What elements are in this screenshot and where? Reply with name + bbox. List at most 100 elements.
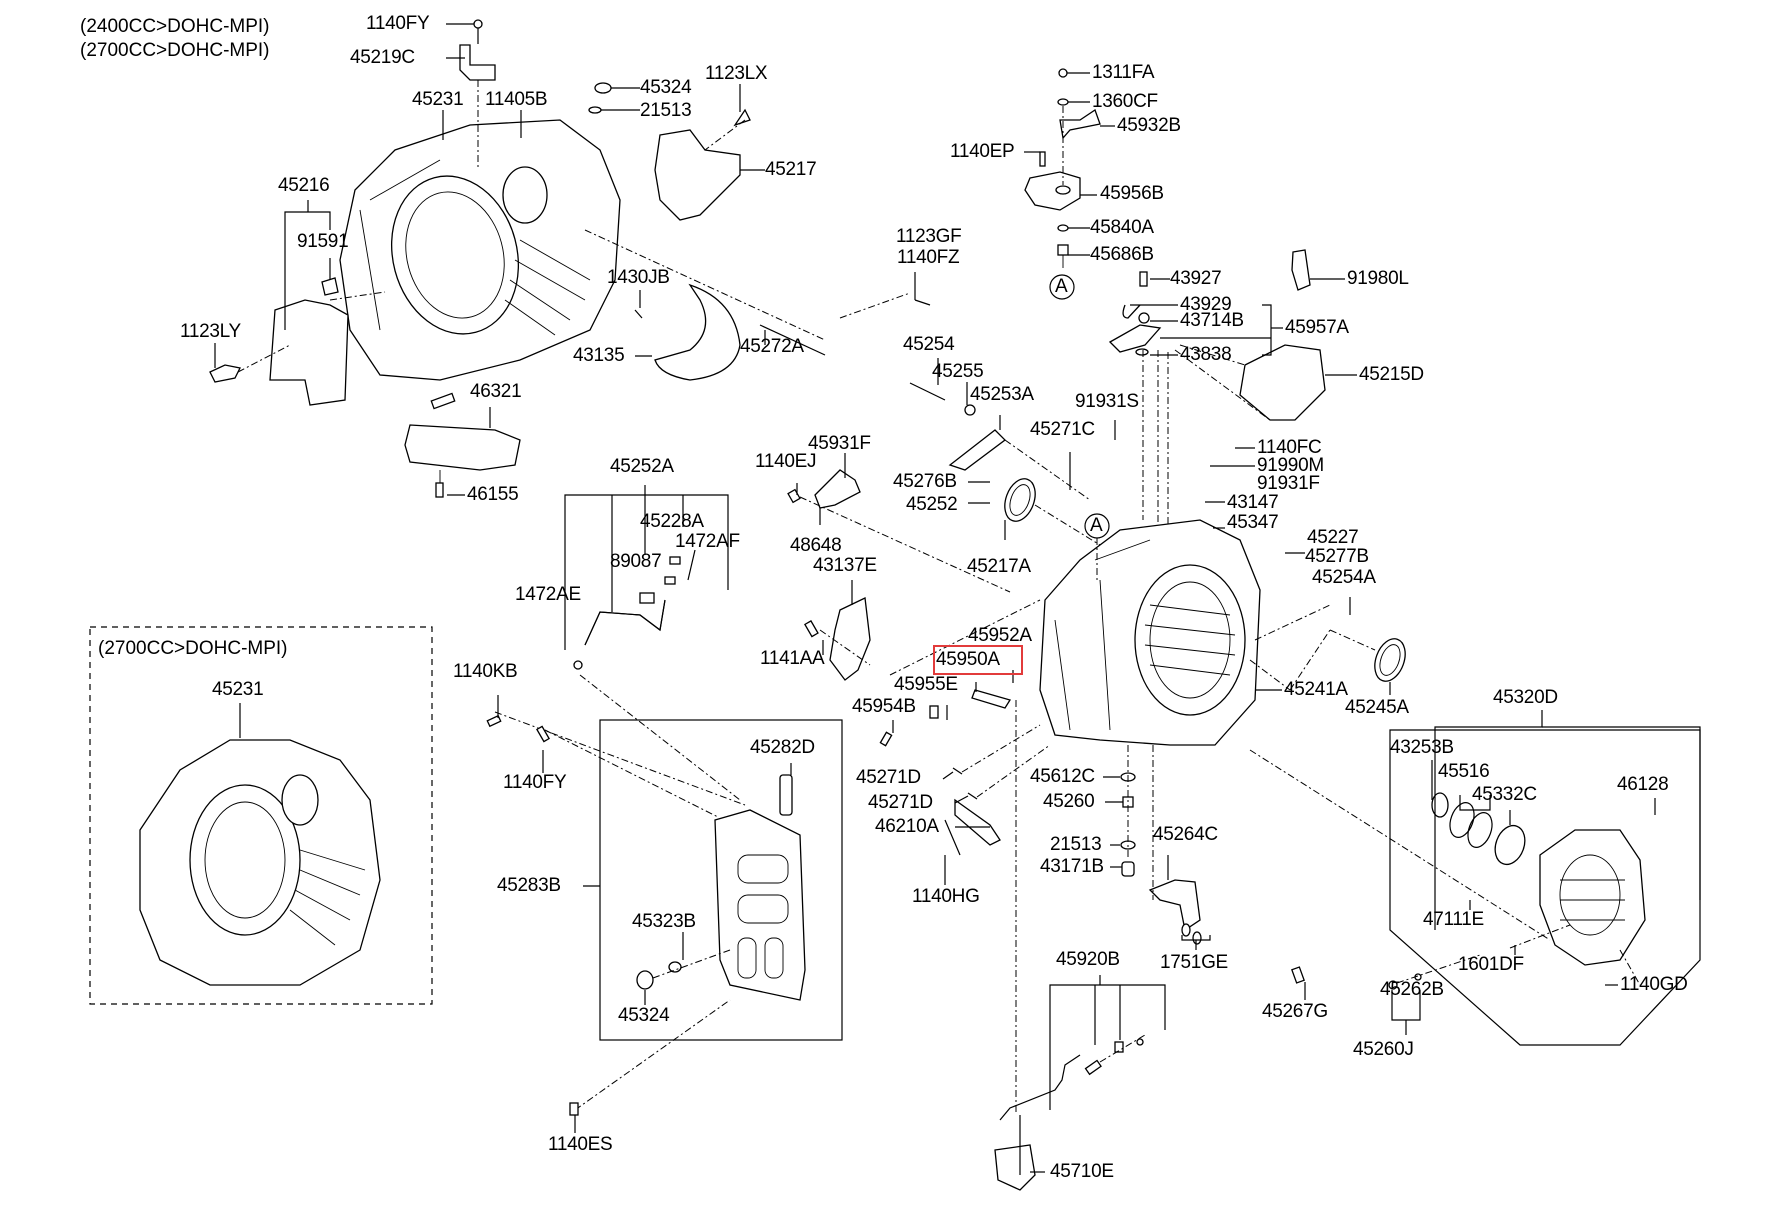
part-label-46155[interactable]: 46155 xyxy=(467,484,519,505)
part-label-45245a[interactable]: 45245A xyxy=(1345,697,1409,718)
part-label-45231[interactable]: 45231 xyxy=(412,89,464,110)
part-label-46210a[interactable]: 46210A xyxy=(875,816,939,837)
part-label-43929[interactable]: 43929 xyxy=(1180,294,1232,315)
part-label-1140fz[interactable]: 1140FZ xyxy=(897,247,960,268)
part-label-45920b[interactable]: 45920B xyxy=(1056,949,1120,970)
part-label-1430jb[interactable]: 1430JB xyxy=(607,267,670,288)
part-label-45260[interactable]: 45260 xyxy=(1043,791,1095,812)
shield-43135 xyxy=(584,229,826,381)
part-label-1123gf[interactable]: 1123GF xyxy=(896,226,962,247)
part-label-89087[interactable]: 89087 xyxy=(610,551,662,572)
part-label-21513-top[interactable]: 21513 xyxy=(640,100,692,121)
part-label-45215d[interactable]: 45215D xyxy=(1359,364,1424,385)
part-label-1140fy-mid[interactable]: 1140FY xyxy=(503,772,567,793)
part-label-45272a[interactable]: 45272A xyxy=(740,336,804,357)
part-label-45260j[interactable]: 45260J xyxy=(1353,1039,1414,1060)
part-label-45323b[interactable]: 45323B xyxy=(632,911,696,932)
part-label-45324-top[interactable]: 45324 xyxy=(640,77,692,98)
part-label-43135[interactable]: 43135 xyxy=(573,345,625,366)
part-label-45957a[interactable]: 45957A xyxy=(1285,317,1349,338)
part-label-46128[interactable]: 46128 xyxy=(1617,774,1669,795)
bolts-left-group xyxy=(486,714,550,743)
reference-marker-a-case: A xyxy=(1090,515,1103,536)
part-label-45264c[interactable]: 45264C xyxy=(1153,824,1218,845)
part-label-45952a[interactable]: 45952A xyxy=(968,625,1032,646)
part-label-45271c[interactable]: 45271C xyxy=(1030,419,1095,440)
part-label-45932b[interactable]: 45932B xyxy=(1117,115,1181,136)
part-label-1140es[interactable]: 1140ES xyxy=(548,1134,613,1155)
part-label-11405b[interactable]: 11405B xyxy=(485,89,548,110)
part-label-91931f[interactable]: 91931F xyxy=(1257,473,1320,494)
part-label-1123ly[interactable]: 1123LY xyxy=(180,321,241,342)
part-label-45710e[interactable]: 45710E xyxy=(1050,1161,1114,1182)
part-label-48648[interactable]: 48648 xyxy=(790,535,842,556)
part-label-1311fa[interactable]: 1311FA xyxy=(1092,62,1155,83)
part-label-45840a[interactable]: 45840A xyxy=(1090,217,1154,238)
part-label-45931f[interactable]: 45931F xyxy=(808,433,871,454)
part-label-45254a[interactable]: 45254A xyxy=(1312,567,1376,588)
part-label-45252[interactable]: 45252 xyxy=(906,494,958,515)
part-label-45262b[interactable]: 45262B xyxy=(1380,979,1444,1000)
part-label-1360cf[interactable]: 1360CF xyxy=(1092,91,1158,112)
part-label-1140fy[interactable]: 1140FY xyxy=(366,13,430,34)
part-label-45271d-b[interactable]: 45271D xyxy=(868,792,933,813)
part-label-45271d-a[interactable]: 45271D xyxy=(856,767,921,788)
part-label-43253b[interactable]: 43253B xyxy=(1390,737,1454,758)
part-label-1140fc[interactable]: 1140FC xyxy=(1257,437,1322,458)
part-label-45954b[interactable]: 45954B xyxy=(852,696,916,717)
part-label-45347[interactable]: 45347 xyxy=(1227,512,1279,533)
part-label-46321[interactable]: 46321 xyxy=(470,381,522,402)
part-label-45254[interactable]: 45254 xyxy=(903,334,955,355)
part-label-1140ej[interactable]: 1140EJ xyxy=(755,451,817,472)
part-label-43147[interactable]: 43147 xyxy=(1227,492,1279,513)
part-label-1123lx[interactable]: 1123LX xyxy=(705,63,768,84)
part-label-1140gd[interactable]: 1140GD xyxy=(1620,974,1688,995)
part-label-45332c[interactable]: 45332C xyxy=(1472,784,1537,805)
part-label-45686b[interactable]: 45686B xyxy=(1090,244,1154,265)
part-label-45217a[interactable]: 45217A xyxy=(967,556,1031,577)
part-label-1751ge[interactable]: 1751GE xyxy=(1160,952,1228,973)
part-label-43714b[interactable]: 43714B xyxy=(1180,310,1244,331)
part-label-1141aa[interactable]: 1141AA xyxy=(760,648,825,669)
part-label-45219c[interactable]: 45219C xyxy=(350,47,415,68)
part-label-45516[interactable]: 45516 xyxy=(1438,761,1490,782)
part-label-45253a[interactable]: 45253A xyxy=(970,384,1034,405)
part-label-21513-bottom[interactable]: 21513 xyxy=(1050,834,1102,855)
part-label-45227[interactable]: 45227 xyxy=(1307,527,1359,548)
part-label-91591[interactable]: 91591 xyxy=(297,231,349,252)
part-label-43927[interactable]: 43927 xyxy=(1170,268,1222,289)
part-label-45252a[interactable]: 45252A xyxy=(610,456,674,477)
part-label-45324-bottom[interactable]: 45324 xyxy=(618,1005,670,1026)
part-label-45217[interactable]: 45217 xyxy=(765,159,817,180)
part-label-45283b[interactable]: 45283B xyxy=(497,875,561,896)
part-label-43171b[interactable]: 43171B xyxy=(1040,856,1104,877)
part-label-91931s[interactable]: 91931S xyxy=(1075,391,1139,412)
part-label-45950a[interactable]: 45950A xyxy=(936,649,1000,670)
part-label-45276b[interactable]: 45276B xyxy=(893,471,957,492)
part-label-45228a[interactable]: 45228A xyxy=(640,511,704,532)
part-label-1140ep[interactable]: 1140EP xyxy=(950,141,1015,162)
part-label-1601df[interactable]: 1601DF xyxy=(1458,954,1524,975)
part-label-45267g[interactable]: 45267G xyxy=(1262,1001,1328,1022)
part-label-1472af[interactable]: 1472AF xyxy=(675,531,740,552)
part-label-45320d[interactable]: 45320D xyxy=(1493,687,1558,708)
part-label-45255[interactable]: 45255 xyxy=(932,361,984,382)
part-label-45282d[interactable]: 45282D xyxy=(750,737,815,758)
part-label-43838[interactable]: 43838 xyxy=(1180,344,1232,365)
part-label-45612c[interactable]: 45612C xyxy=(1030,766,1095,787)
part-label-1140kb[interactable]: 1140KB xyxy=(453,661,518,682)
part-label-91980l[interactable]: 91980L xyxy=(1347,268,1409,289)
bracket-45215d xyxy=(1174,344,1326,421)
part-label-47111e[interactable]: 47111E xyxy=(1423,909,1484,930)
part-label-91990m[interactable]: 91990M xyxy=(1257,455,1324,476)
part-label-1472ae[interactable]: 1472AE xyxy=(515,584,581,605)
part-label-45277b[interactable]: 45277B xyxy=(1305,546,1369,567)
part-label-45241a[interactable]: 45241A xyxy=(1284,679,1348,700)
part-label-43137e[interactable]: 43137E xyxy=(813,555,877,576)
part-label-45956b[interactable]: 45956B xyxy=(1100,183,1164,204)
part-label-45955e[interactable]: 45955E xyxy=(894,674,958,695)
part-label-1140hg[interactable]: 1140HG xyxy=(912,886,980,907)
pin-1430jb xyxy=(634,309,643,319)
part-label-45231-inset[interactable]: 45231 xyxy=(212,679,264,700)
part-label-45216[interactable]: 45216 xyxy=(278,175,330,196)
